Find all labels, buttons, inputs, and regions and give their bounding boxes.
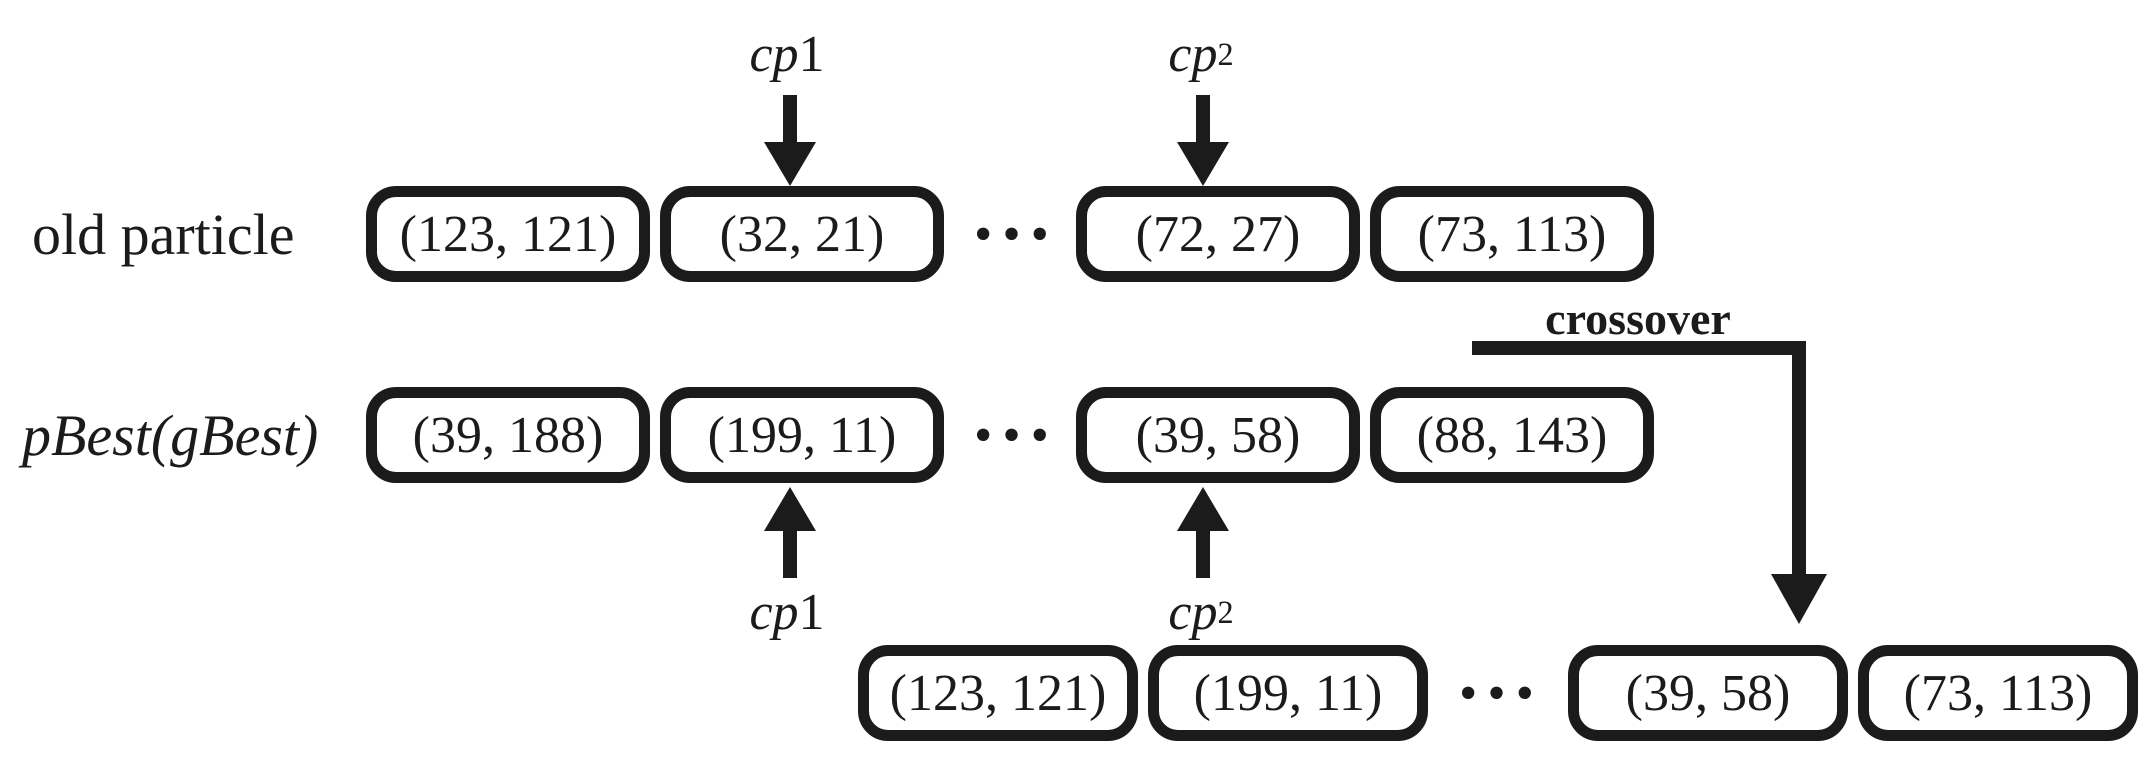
pbest-cell-3: (39, 58) <box>1076 387 1360 483</box>
cp2-up-arrow-icon <box>1175 487 1231 578</box>
cp2-base: cp <box>1168 583 1218 641</box>
pbest-label: pBest(gBest) <box>22 402 319 468</box>
pbest-cell-4: (88, 143) <box>1370 387 1654 483</box>
arrow-shaft <box>783 95 797 142</box>
arrow-shaft <box>1196 95 1210 142</box>
arrow-shaft <box>783 531 797 578</box>
offspring-ellipsis: ··· <box>1455 650 1541 735</box>
arrow-head <box>1177 142 1229 186</box>
old-particle-cell-2: (32, 21) <box>660 186 944 282</box>
arrow-shaft <box>1196 531 1210 578</box>
cp1-base: cp <box>749 25 799 83</box>
cp1-down-arrow-icon <box>762 95 818 186</box>
cp1-up-arrow-icon <box>762 487 818 578</box>
crossover-arrow-vertical <box>1792 341 1806 575</box>
arrow-head <box>764 487 816 531</box>
cp2-base: cp <box>1168 25 1218 83</box>
pbest-cell-1: (39, 188) <box>366 387 650 483</box>
arrow-head <box>764 142 816 186</box>
crossover-label: crossover <box>1545 293 1731 344</box>
pbest-cell-2: (199, 11) <box>660 387 944 483</box>
old-particle-cell-4: (73, 113) <box>1370 186 1654 282</box>
old-particle-label: old particle <box>32 201 295 267</box>
cp1-suffix: 1 <box>798 583 825 641</box>
offspring-cell-1: (123, 121) <box>858 645 1138 741</box>
offspring-cell-3: (39, 58) <box>1568 645 1848 741</box>
offspring-cell-4: (73, 113) <box>1858 645 2138 741</box>
old-particle-cell-1: (123, 121) <box>366 186 650 282</box>
offspring-cell-2: (199, 11) <box>1148 645 1428 741</box>
cp1-suffix: 1 <box>798 25 825 83</box>
old-particle-ellipsis: ··· <box>970 191 1056 276</box>
crossover-arrow-horizontal <box>1472 341 1806 355</box>
old-particle-cell-3: (72, 27) <box>1076 186 1360 282</box>
pbest-ellipsis: ··· <box>970 392 1056 477</box>
crossover-arrow-head <box>1771 574 1827 624</box>
cp1-base: cp <box>749 583 799 641</box>
cp2-down-arrow-icon <box>1175 95 1231 186</box>
arrow-head <box>1177 487 1229 531</box>
